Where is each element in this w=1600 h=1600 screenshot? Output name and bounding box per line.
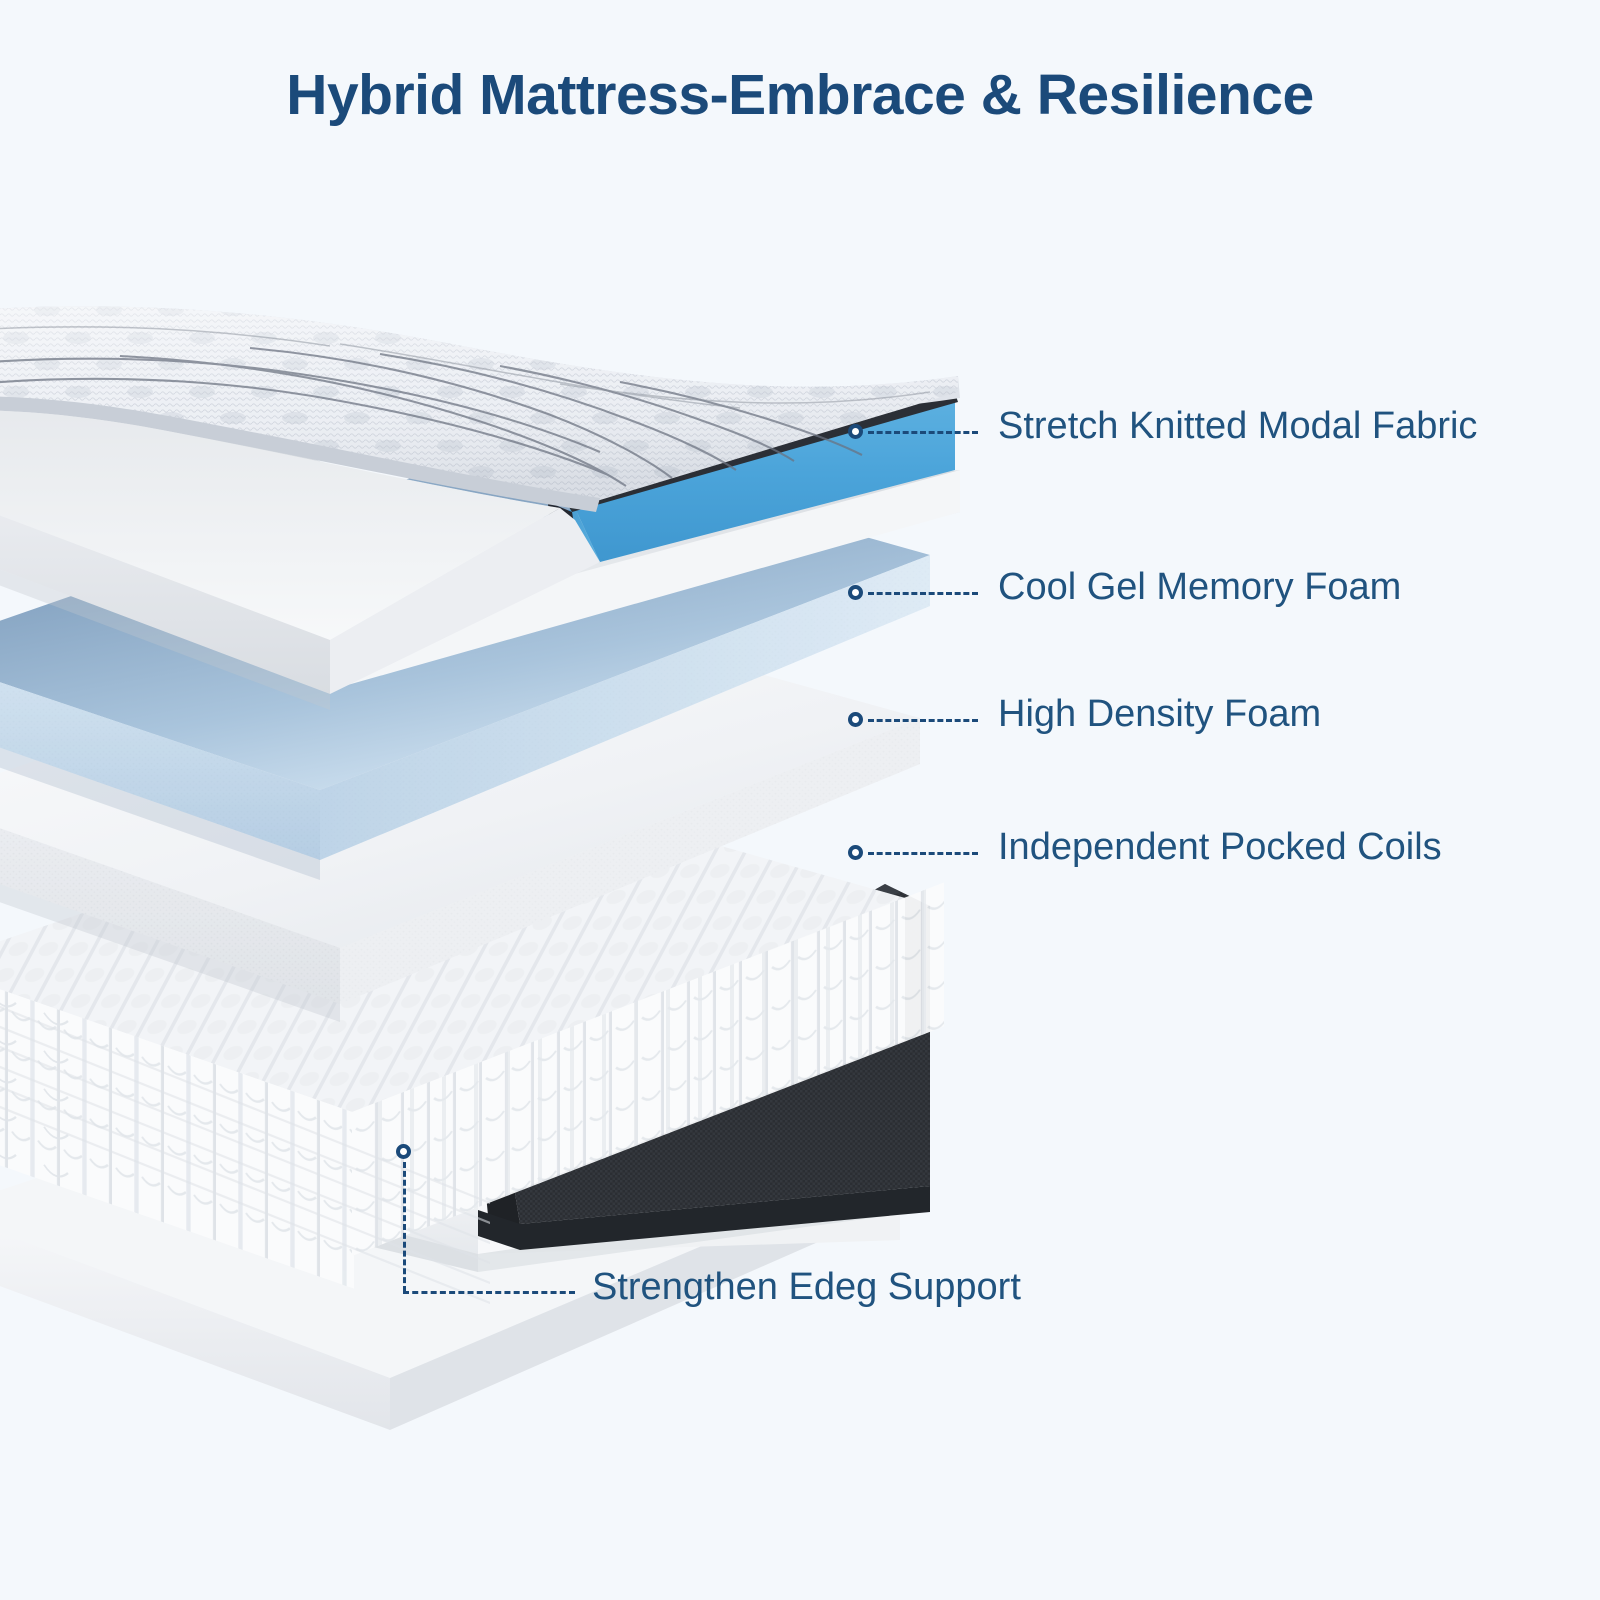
callout-leader-stretch-knitted-modal-fabric <box>868 431 978 434</box>
callout-marker-high-density-foam <box>848 712 863 727</box>
page-title: Hybrid Mattress-Embrace & Resilience <box>286 63 1314 127</box>
callout-marker-independent-pocked-coils <box>848 845 863 860</box>
callout-leader-vertical-strengthen-edeg-support <box>403 1162 406 1292</box>
callout-marker-cool-gel-memory-foam <box>848 585 863 600</box>
callout-leader-cool-gel-memory-foam <box>868 592 978 595</box>
callout-leader-high-density-foam <box>868 719 978 722</box>
callout-label-high-density-foam: High Density Foam <box>998 693 1322 735</box>
callout-marker-stretch-knitted-modal-fabric <box>848 424 863 439</box>
callout-label-strengthen-edeg-support: Strengthen Edeg Support <box>592 1266 1021 1308</box>
layer-stretch-knitted-modal-fabric <box>0 306 960 710</box>
callout-leader-independent-pocked-coils <box>868 852 978 855</box>
callout-label-cool-gel-memory-foam: Cool Gel Memory Foam <box>998 566 1402 608</box>
callout-label-independent-pocked-coils: Independent Pocked Coils <box>998 826 1442 868</box>
callout-marker-strengthen-edeg-support <box>396 1144 411 1159</box>
callout-label-stretch-knitted-modal-fabric: Stretch Knitted Modal Fabric <box>998 405 1478 447</box>
callout-leader-horizontal-strengthen-edeg-support <box>403 1291 575 1294</box>
